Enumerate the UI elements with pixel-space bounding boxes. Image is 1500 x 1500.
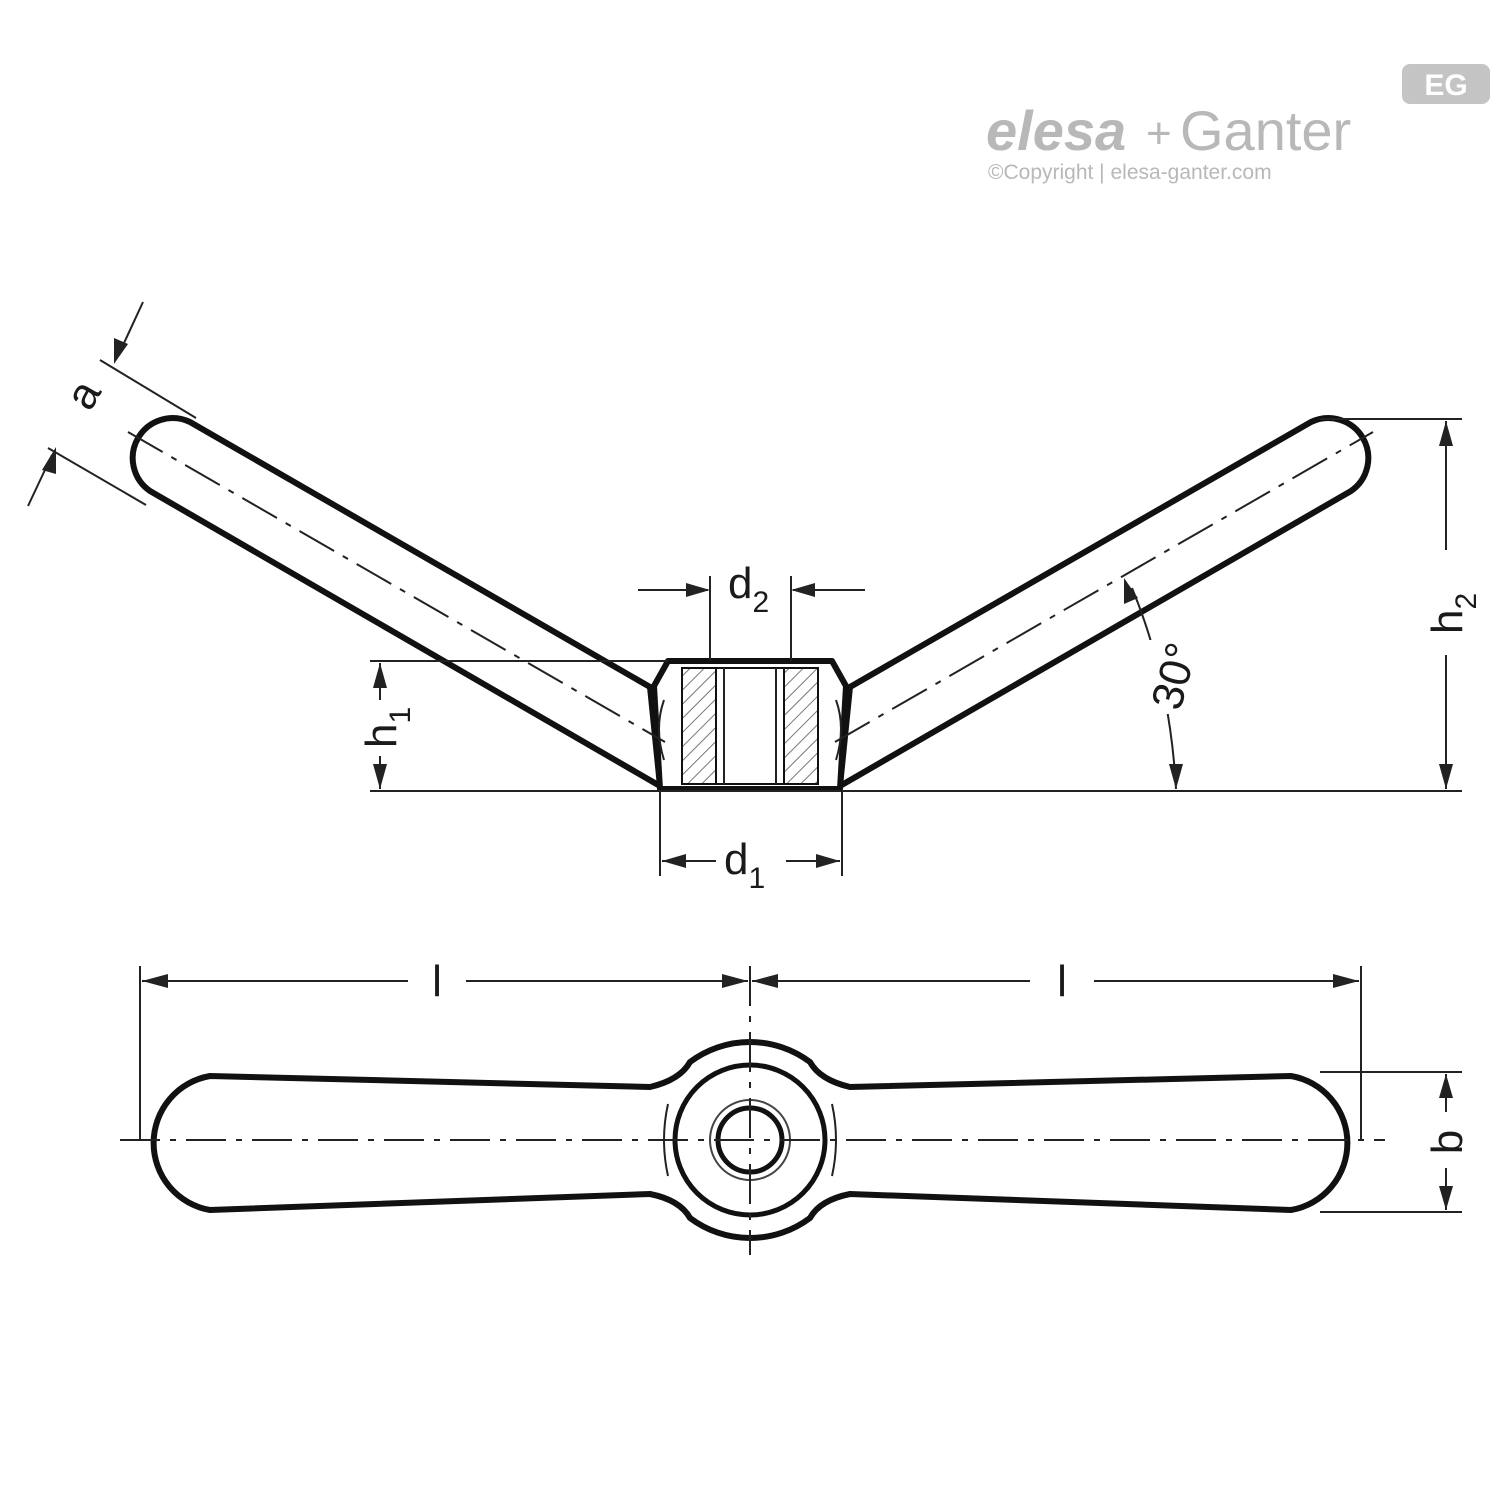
a-extension-top: [99, 359, 197, 419]
a-extension-bottom: [47, 447, 147, 506]
hub-section-left: [681, 667, 717, 785]
l-right-arrow-end: [1333, 974, 1359, 988]
dim-label-h2-sub: 2: [1450, 593, 1483, 610]
logo-badge-text: EG: [1424, 69, 1467, 102]
hub-section-right: [783, 667, 819, 785]
side-view: [27, 301, 1472, 876]
dim-label-h2-main: h: [1423, 610, 1472, 634]
dim-label-d1-main: d: [724, 835, 748, 884]
right-arm-outline: [837, 415, 1372, 789]
logo-brand-plus: +: [1146, 109, 1172, 158]
l-left-arrow-end: [722, 974, 748, 988]
dim-label-b: b: [1423, 1130, 1472, 1154]
hub-arc-right: [835, 699, 842, 761]
dim-label-l-right: l: [1057, 957, 1067, 1006]
dim-label-d2: d2: [728, 559, 769, 619]
dim-label-h2: h2: [1423, 593, 1483, 634]
a-arrow-bottom: [42, 447, 56, 474]
angle-arrow-top: [1124, 578, 1138, 604]
h1-arrow-top: [373, 663, 387, 688]
logo-copyright: ©Copyright | elesa-ganter.com: [988, 161, 1272, 184]
logo-badge: [1402, 64, 1490, 104]
dim-label-h1-sub: 1: [384, 707, 417, 724]
dim-label-d2-sub: 2: [752, 586, 769, 619]
logo-brand-elesa: elesa: [986, 99, 1126, 162]
l-right-arrow-start: [752, 974, 778, 988]
d2-arrow-left: [686, 583, 710, 597]
logo-brand-ganter: Ganter: [1180, 99, 1351, 162]
dim-label-d2-main: d: [728, 559, 752, 608]
dim-label-a: a: [56, 371, 111, 417]
d2-arrow-right: [791, 583, 815, 597]
hub-arc-left: [658, 699, 665, 761]
dim-label-h1-main: h: [357, 724, 406, 748]
h2-arrow-top: [1439, 421, 1453, 446]
d1-arrow-right: [816, 854, 840, 868]
dim-label-l-left: l: [432, 957, 442, 1006]
d1-arrow-left: [662, 854, 686, 868]
elesa-ganter-logo: EG elesa + Ganter ©Copyright | elesa-gan…: [986, 64, 1490, 184]
dim-label-d1: d1: [724, 835, 765, 895]
h1-arrow-bottom: [373, 764, 387, 789]
dim-label-h1: h1: [357, 707, 417, 748]
b-arrow-top: [1439, 1074, 1453, 1098]
dim-label-d1-sub: 1: [748, 862, 765, 895]
angle-arrow-bottom: [1169, 764, 1183, 789]
h2-arrow-bottom: [1439, 764, 1453, 789]
right-arm-centerline: [834, 431, 1374, 743]
left-arm-centerline: [127, 431, 666, 743]
b-arrow-bottom: [1439, 1186, 1453, 1210]
threaded-bore: [715, 667, 785, 785]
a-arrow-top: [114, 338, 128, 364]
top-view: [120, 966, 1468, 1255]
l-left-arrow-start: [142, 974, 168, 988]
